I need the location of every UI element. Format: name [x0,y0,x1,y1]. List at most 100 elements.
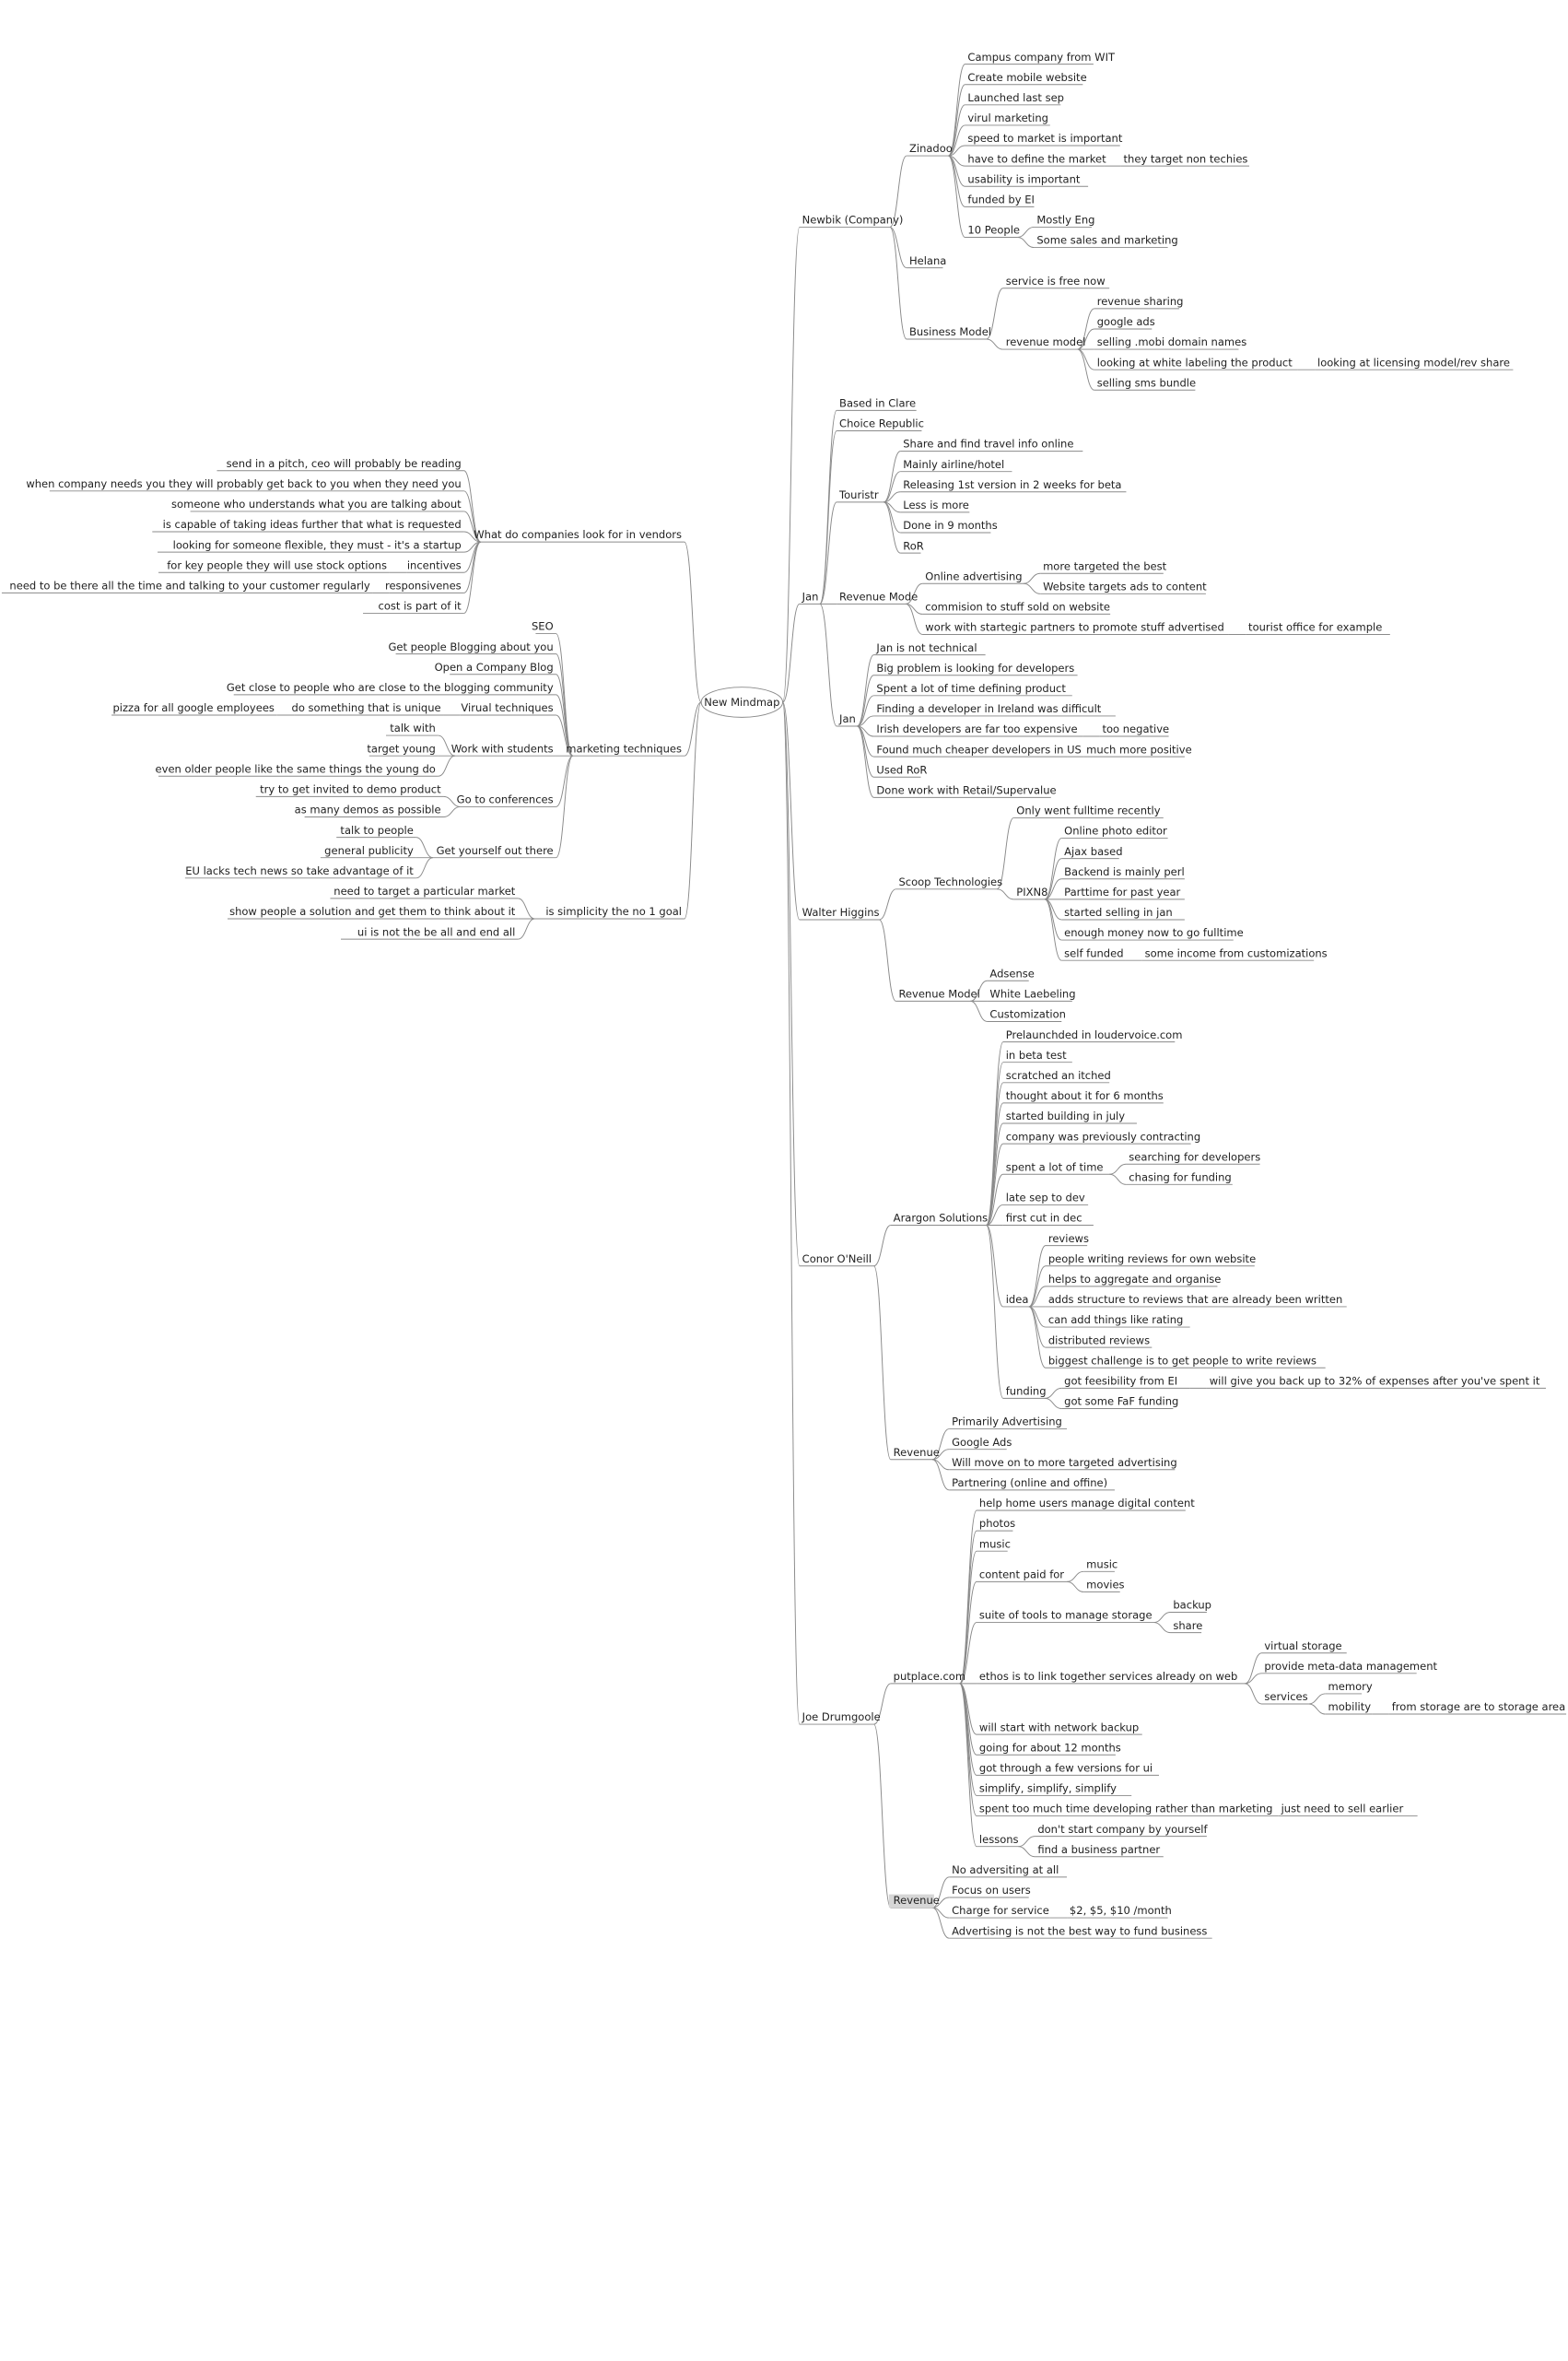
node-funded-by-ei[interactable]: funded by EI [967,193,1034,206]
node-primarily-advertising[interactable]: Primarily Advertising [952,1415,1062,1428]
node-going-for-about-12-months[interactable]: going for about 12 months [979,1741,1121,1754]
node-started-selling-in-jan[interactable]: started selling in jan [1064,906,1173,919]
node-services[interactable]: services [1264,1690,1307,1703]
node-help-home-users-manage-digital-content[interactable]: help home users manage digital content [979,1497,1195,1509]
node-find-a-business-partner[interactable]: find a business partner [1037,1843,1160,1856]
node-biggest-challenge-is-to-get-people-to-write-revi[interactable]: biggest challenge is to get people to wr… [1048,1354,1316,1367]
node-got-feesibility-from-ei[interactable]: got feesibility from EI [1064,1375,1177,1388]
node-scratched-an-itched[interactable]: scratched an itched [1006,1069,1111,1082]
node-parttime-for-past-year[interactable]: Parttime for past year [1064,886,1180,899]
node-got-some-faf-funding[interactable]: got some FaF funding [1064,1395,1178,1408]
node-spent-a-lot-of-time[interactable]: spent a lot of time [1006,1160,1104,1173]
node-idea[interactable]: idea [1006,1293,1029,1306]
node-memory[interactable]: memory [1328,1680,1373,1693]
node-only-went-fulltime-recently[interactable]: Only went fulltime recently [1016,805,1160,817]
node-distributed-reviews[interactable]: distributed reviews [1048,1333,1150,1346]
node-share-and-find-travel-info-online[interactable]: Share and find travel info online [903,438,1073,451]
node-based-in-clare[interactable]: Based in Clare [839,397,916,410]
node-walter-higgins[interactable]: Walter Higgins [802,906,880,919]
node-enough-money-now-to-go-fulltime[interactable]: enough money now to go fulltime [1064,926,1244,939]
node-they-target-non-techies[interactable]: they target non techies [1124,152,1248,165]
node-just-need-to-sell-earlier[interactable]: just need to sell earlier [1281,1803,1404,1815]
node-charge-for-service[interactable]: Charge for service [952,1904,1049,1917]
node-adds-structure-to-reviews-that-are-already-been-[interactable]: adds structure to reviews that are alrea… [1048,1293,1342,1306]
node-seo[interactable]: SEO [532,620,554,633]
node-get-people-blogging-about-you[interactable]: Get people Blogging about you [388,640,553,653]
node-releasing-1st-version-in-2-weeks-for-beta[interactable]: Releasing 1st version in 2 weeks for bet… [903,478,1121,491]
node-open-a-company-blog[interactable]: Open a Company Blog [435,661,554,674]
node-ui-is-not-the-be-all-and-end-all[interactable]: ui is not the be all and end all [357,925,515,938]
node-get-close-to-people-who-are-close-to-the-bloggin[interactable]: Get close to people who are close to the… [227,681,554,694]
node-focus-on-users[interactable]: Focus on users [952,1884,1031,1897]
node-late-sep-to-dev[interactable]: late sep to dev [1006,1192,1085,1204]
node-first-cut-in-dec[interactable]: first cut in dec [1006,1212,1082,1225]
node-customization[interactable]: Customization [989,1008,1065,1021]
node-revenue[interactable]: Revenue [894,1446,940,1459]
node-revenue-sharing[interactable]: revenue sharing [1097,295,1184,308]
node-even-older-people-like-the-same-things-the-young[interactable]: even older people like the same things t… [156,762,436,775]
node-no-adversiting-at-all[interactable]: No adversiting at all [952,1863,1059,1876]
node-joe-drumgoole[interactable]: Joe Drumgoole [802,1710,881,1723]
node-when-company-needs-you-they-will-probably-get-ba[interactable]: when company needs you they will probabl… [26,477,461,490]
node-provide-meta-data-management[interactable]: provide meta-data management [1264,1660,1437,1673]
node-online-advertising[interactable]: Online advertising [925,570,1022,582]
node-used-ror[interactable]: Used RoR [876,763,927,776]
node-send-in-a-pitch-ceo-will-probably-be-reading[interactable]: send in a pitch, ceo will probably be re… [227,457,462,470]
node-partnering-online-and-offine[interactable]: Partnering (online and offine) [952,1476,1107,1489]
node-searching-for-developers[interactable]: searching for developers [1129,1150,1260,1163]
node-commision-to-stuff-sold-on-website[interactable]: commision to stuff sold on website [925,601,1110,614]
node-marketing-techniques[interactable]: marketing techniques [566,742,682,755]
node-revenue[interactable]: Revenue [894,1894,940,1907]
node-arargon-solutions[interactable]: Arargon Solutions [894,1212,988,1225]
node-prelaunchded-in-loudervoice-com[interactable]: Prelaunchded in loudervoice.com [1006,1028,1183,1041]
node-as-many-demos-as-possible[interactable]: as many demos as possible [295,804,441,816]
node-work-with-startegic-partners-to-promote-stuff-ad[interactable]: work with startegic partners to promote … [925,621,1224,634]
node-reviews[interactable]: reviews [1048,1232,1089,1245]
node-pixn8[interactable]: PIXN8 [1016,886,1047,899]
node-content-paid-for[interactable]: content paid for [979,1568,1064,1581]
node-simplify-simplify-simplify[interactable]: simplify, simplify, simplify [979,1782,1117,1795]
node-irish-developers-are-far-too-expensive[interactable]: Irish developers are far too expensive [876,722,1077,735]
node-will-start-with-network-backup[interactable]: will start with network backup [979,1721,1139,1733]
node-backup[interactable]: backup [1173,1599,1211,1612]
node-business-model[interactable]: Business Model [909,325,991,338]
node-online-photo-editor[interactable]: Online photo editor [1064,825,1167,838]
node-some-sales-and-marketing[interactable]: Some sales and marketing [1036,234,1177,247]
node-someone-who-understands-what-you-are-talking-abo[interactable]: someone who understands what you are tal… [171,498,462,511]
node-suite-of-tools-to-manage-storage[interactable]: suite of tools to manage storage [979,1609,1153,1622]
node-virtual-storage[interactable]: virtual storage [1264,1639,1341,1652]
node-putplace-com[interactable]: putplace.com [894,1670,965,1683]
node-looking-at-white-labeling-the-product[interactable]: looking at white labeling the product [1097,356,1293,369]
node-people-writing-reviews-for-own-website[interactable]: people writing reviews for own website [1048,1252,1256,1265]
node-virual-techniques[interactable]: Virual techniques [461,701,553,714]
node-pizza-for-all-google-employees[interactable]: pizza for all google employees [112,701,274,714]
node-found-much-cheaper-developers-in-us[interactable]: Found much cheaper developers in US [876,743,1081,756]
node-jan-is-not-technical[interactable]: Jan is not technical [875,641,977,654]
node-will-move-on-to-more-targeted-advertising[interactable]: Will move on to more targeted advertisin… [952,1456,1177,1469]
node-spent-a-lot-of-time-defining-product[interactable]: Spent a lot of time defining product [876,682,1066,695]
node-ror[interactable]: RoR [903,539,924,552]
node-big-problem-is-looking-for-developers[interactable]: Big problem is looking for developers [876,662,1074,675]
node-target-young[interactable]: target young [367,742,435,755]
node-ethos-is-to-link-together-services-already-on-we[interactable]: ethos is to link together services alrea… [979,1670,1237,1683]
node-10-people[interactable]: 10 People [967,224,1020,237]
node-helana[interactable]: Helana [909,254,946,267]
node-mainly-airline-hotel[interactable]: Mainly airline/hotel [903,458,1004,471]
node-some-income-from-customizations[interactable]: some income from customizations [1145,946,1328,959]
node-talk-with[interactable]: talk with [390,722,436,734]
node-need-to-be-there-all-the-time-and-talking-to-you[interactable]: need to be there all the time and talkin… [9,580,369,593]
node-started-building-in-july[interactable]: started building in july [1006,1110,1126,1122]
node-looking-for-someone-flexible-they-must-it-s-a-st[interactable]: looking for someone flexible, they must … [173,538,462,551]
node-selling-mobi-domain-names[interactable]: selling .mobi domain names [1097,335,1247,348]
node-backend-is-mainly-perl[interactable]: Backend is mainly perl [1064,865,1185,878]
node-eu-lacks-tech-news-so-take-advantage-of-it[interactable]: EU lacks tech news so take advantage of … [185,864,414,877]
node-virul-marketing[interactable]: virul marketing [967,112,1048,124]
node-ajax-based[interactable]: Ajax based [1064,845,1122,858]
node-tourist-office-for-example[interactable]: tourist office for example [1248,621,1382,634]
node-is-capable-of-taking-ideas-further-that-what-is-[interactable]: is capable of taking ideas further that … [163,518,462,531]
node-revenue-model[interactable]: revenue model [1006,335,1086,348]
node-need-to-target-a-particular-market[interactable]: need to target a particular market [333,885,515,898]
node-from-storage-are-to-storage-area[interactable]: from storage are to storage area [1392,1700,1565,1713]
node-too-negative[interactable]: too negative [1102,722,1169,735]
node-self-funded[interactable]: self funded [1064,946,1123,959]
